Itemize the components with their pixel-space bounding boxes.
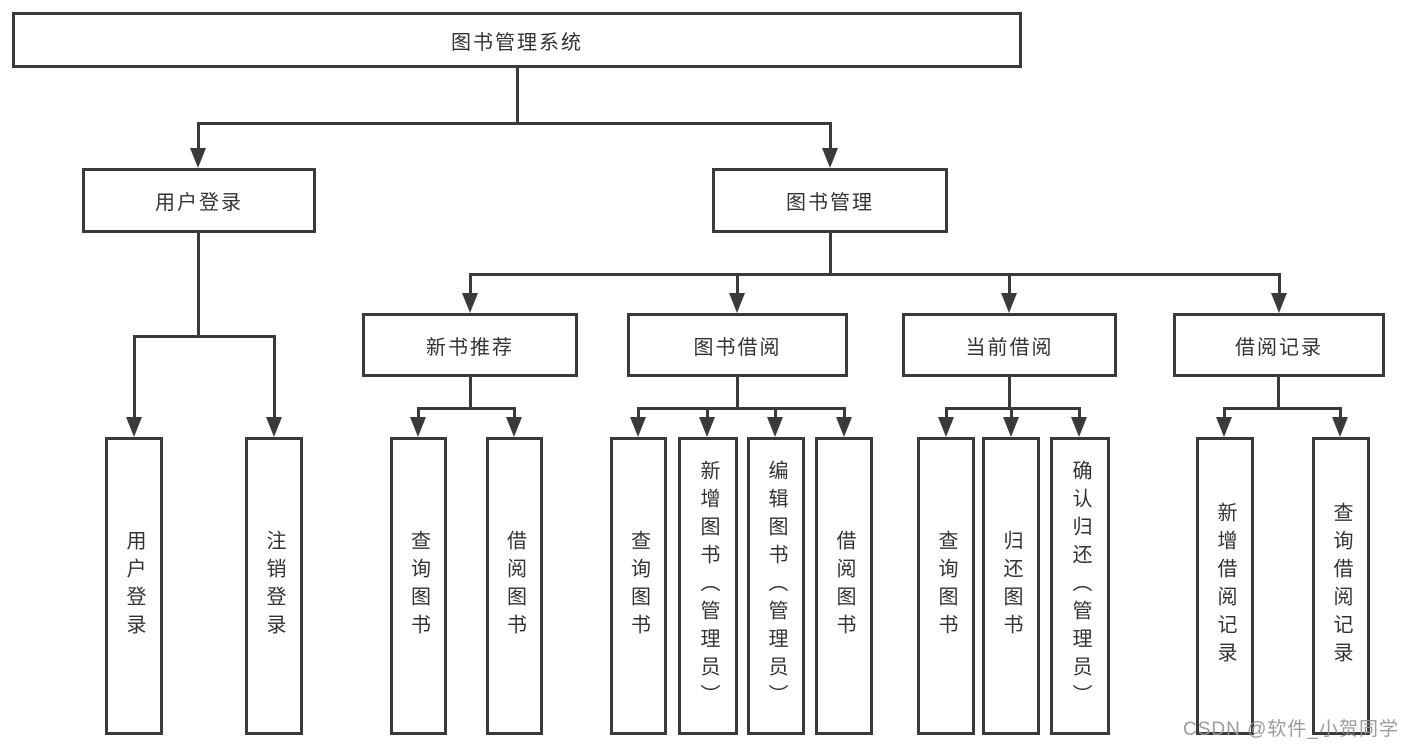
connector-arrow: [1003, 417, 1019, 437]
leaf-edit-book-admin: 编辑图书（管理员）: [747, 437, 805, 735]
node-label: 图书借阅: [693, 336, 782, 359]
node-label: 当前借阅: [965, 336, 1054, 359]
leaf-confirm-return-admin: 确认归还（管理员）: [1050, 437, 1110, 735]
connector-line: [706, 407, 709, 421]
connector-line: [736, 273, 739, 295]
leaf-query-borrow-record: 查询借阅记录: [1312, 437, 1370, 735]
node-new-book-recommend: 新书推荐: [362, 313, 578, 377]
connector-line: [637, 407, 640, 421]
node-book-management: 图书管理: [712, 168, 948, 233]
connector-arrow: [729, 293, 745, 313]
leaf-query-book-2: 查询图书: [610, 437, 667, 735]
connector-line: [273, 335, 276, 421]
connector-line: [637, 407, 846, 410]
connector-line: [945, 407, 948, 421]
node-borrow-records: 借阅记录: [1173, 313, 1385, 377]
node-label: 确认归还（管理员）: [1069, 460, 1091, 712]
node-label: 查询图书: [407, 530, 430, 642]
connector-arrow: [822, 148, 838, 168]
leaf-borrow-book-1: 借阅图书: [486, 437, 543, 735]
connector-line: [1223, 407, 1226, 421]
connector-arrow: [1071, 417, 1087, 437]
connector-line: [469, 273, 472, 295]
connector-line: [133, 335, 136, 421]
leaf-query-book-1: 查询图书: [390, 437, 447, 735]
connector-arrow: [462, 293, 478, 313]
connector-line: [1008, 273, 1011, 295]
node-label: 归还图书: [1000, 530, 1022, 642]
node-label: 图书管理: [786, 192, 874, 214]
leaf-user-login: 用户登录: [105, 437, 163, 735]
leaf-query-book-3: 查询图书: [917, 437, 975, 735]
connector-line: [516, 68, 519, 124]
connector-line: [469, 273, 1281, 276]
node-label: 用户登录: [123, 530, 145, 642]
node-label: 借阅图书: [833, 530, 855, 642]
connector-arrow: [1001, 293, 1017, 313]
connector-line: [197, 122, 832, 125]
node-label: 新增图书（管理员）: [697, 460, 719, 712]
leaf-return-book: 归还图书: [982, 437, 1040, 735]
connector-line: [843, 407, 846, 421]
connector-arrow: [767, 417, 783, 437]
leaf-borrow-book-2: 借阅图书: [815, 437, 873, 735]
leaf-add-book-admin: 新增图书（管理员）: [678, 437, 738, 735]
connector-line: [197, 122, 200, 152]
connector-line: [829, 122, 832, 152]
node-current-borrow: 当前借阅: [902, 313, 1117, 377]
connector-line: [1278, 273, 1281, 295]
connector-line: [1277, 377, 1280, 409]
connector-line: [133, 335, 276, 338]
connector-line: [417, 407, 420, 421]
node-label: 用户登录: [155, 192, 243, 214]
node-label: 借阅记录: [1235, 336, 1323, 359]
connector-line: [945, 407, 1081, 410]
connector-line: [1010, 407, 1013, 421]
node-label: 注销登录: [263, 530, 285, 642]
connector-arrow: [1332, 417, 1348, 437]
connector-line: [1008, 377, 1011, 409]
connector-arrow: [190, 148, 206, 168]
node-user-login: 用户登录: [82, 168, 316, 233]
node-label: 图书管理系统: [451, 31, 583, 54]
connector-arrow: [938, 417, 954, 437]
connector-line: [1339, 407, 1342, 421]
leaf-logout: 注销登录: [245, 437, 303, 735]
connector-line: [417, 407, 516, 410]
node-label: 查询图书: [935, 530, 957, 642]
connector-arrow: [1216, 417, 1232, 437]
connector-line: [1223, 407, 1342, 410]
node-label: 编辑图书（管理员）: [765, 460, 787, 712]
connector-arrow: [410, 417, 426, 437]
node-book-borrow: 图书借阅: [627, 313, 848, 377]
node-root-library-system: 图书管理系统: [12, 12, 1022, 68]
connector-arrow: [126, 417, 142, 437]
connector-arrow: [506, 417, 522, 437]
node-label: 查询图书: [627, 530, 650, 642]
connector-arrow: [1271, 293, 1287, 313]
connector-line: [197, 233, 200, 337]
connector-arrow: [630, 417, 646, 437]
connector-line: [1078, 407, 1081, 421]
leaf-add-borrow-record: 新增借阅记录: [1196, 437, 1254, 735]
connector-arrow: [266, 417, 282, 437]
node-label: 借阅图书: [503, 530, 526, 642]
connector-line: [469, 377, 472, 409]
connector-line: [829, 233, 832, 275]
node-label: 查询借阅记录: [1330, 502, 1352, 670]
connector-line: [736, 377, 739, 409]
node-label: 新书推荐: [426, 336, 514, 359]
connector-line: [513, 407, 516, 421]
connector-arrow: [699, 417, 715, 437]
connector-arrow: [836, 417, 852, 437]
node-label: 新增借阅记录: [1214, 502, 1236, 670]
csdn-watermark: CSDN @软件_小贺同学: [1183, 719, 1399, 740]
connector-line: [774, 407, 777, 421]
